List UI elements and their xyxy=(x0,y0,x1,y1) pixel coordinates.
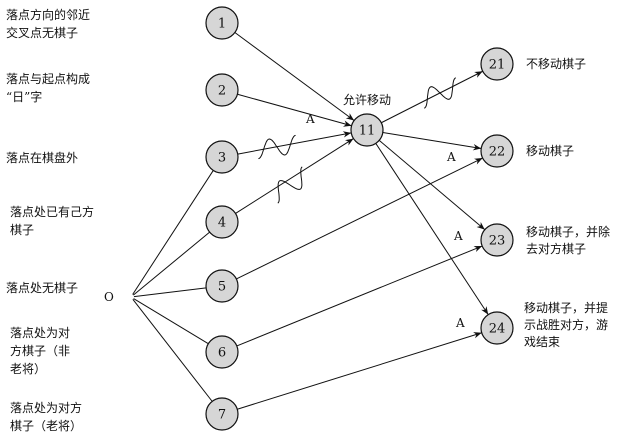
node-3-label: 3 xyxy=(218,151,226,166)
node-21: 21 xyxy=(480,47,514,81)
node-21-circle xyxy=(480,47,514,81)
origin-to-node-3 xyxy=(132,170,214,295)
inhibition-waves-layer xyxy=(258,77,456,204)
node-2-label: 2 xyxy=(218,84,226,99)
origin-to-node-5 xyxy=(133,287,207,298)
edge-node-3-to-hub xyxy=(237,131,352,155)
node-6-circle xyxy=(205,335,239,369)
node-7: 7 xyxy=(205,397,239,431)
condition-label-2: 落点与起点构成“日”字 xyxy=(6,71,90,104)
condition-label-1: 落点方向的邻近交叉点无棋子 xyxy=(6,7,90,40)
node-6: 6 xyxy=(205,335,239,369)
node-2: 2 xyxy=(205,73,239,107)
edge-node-5-to-node-22 xyxy=(236,157,483,280)
node-24-label: 24 xyxy=(489,322,506,337)
node-4-circle xyxy=(205,205,239,239)
edge-hub-to-node-23 xyxy=(378,139,486,231)
condition-label-5: 落点处无棋子 xyxy=(6,281,78,295)
node-23-circle xyxy=(480,223,514,257)
inhibition-wave-node-4 xyxy=(277,166,303,204)
labels-layer: 落点方向的邻近交叉点无棋子落点与起点构成“日”字落点在棋盘外落点处已有己方棋子落… xyxy=(6,7,610,433)
condition-label-7: 落点处为对方棋子（老将） xyxy=(10,400,82,433)
node-4-label: 4 xyxy=(218,216,226,231)
node-22: 22 xyxy=(480,134,514,168)
node-24-circle xyxy=(480,311,514,345)
edge-label-a-4: A xyxy=(455,316,465,330)
node-1-label: 1 xyxy=(218,17,226,32)
node-11: 11 xyxy=(350,113,384,147)
action-label-24: 移动棋子，并提示战胜对方，游戏结束 xyxy=(524,300,608,349)
edge-hub-to-node-21 xyxy=(381,70,483,124)
node-22-circle xyxy=(480,134,514,168)
edge-hub-to-node-22 xyxy=(382,132,482,151)
node-7-label: 7 xyxy=(218,408,226,423)
node-11-circle xyxy=(350,113,384,147)
node-5-label: 5 xyxy=(218,280,226,295)
node-23: 23 xyxy=(480,223,514,257)
action-label-22: 移动棋子 xyxy=(526,144,574,158)
edge-label-a-1: A xyxy=(305,112,315,126)
node-6-label: 6 xyxy=(218,346,226,361)
node-5-circle xyxy=(205,269,239,303)
edge-node-7-to-node-24 xyxy=(237,332,482,410)
node-23-label: 23 xyxy=(489,234,506,249)
node-21-label: 21 xyxy=(489,58,506,73)
action-label-23: 移动棋子，并除去对方棋子 xyxy=(526,224,610,256)
node-2-circle xyxy=(205,73,239,107)
node-4: 4 xyxy=(205,205,239,239)
action-label-21: 不移动棋子 xyxy=(526,57,586,71)
node-3-circle xyxy=(205,140,239,174)
node-1: 1 xyxy=(205,6,239,40)
origin-to-node-7 xyxy=(132,299,213,402)
inhibition-wave-node-3 xyxy=(258,134,296,160)
node-7-circle xyxy=(205,397,239,431)
edge-node-2-to-hub xyxy=(237,93,352,127)
origin-label: O xyxy=(104,290,114,304)
node-3: 3 xyxy=(205,140,239,174)
inhibition-wave-node-21 xyxy=(424,77,456,109)
edge-label-a-3: A xyxy=(453,229,463,243)
edge-node-1-to-hub xyxy=(234,32,355,121)
hub-label: 允许移动 xyxy=(343,92,391,107)
edge-node-6-to-node-23 xyxy=(236,245,483,347)
node-24: 24 xyxy=(480,311,514,345)
origin-to-node-4 xyxy=(132,231,210,296)
node-11-label: 11 xyxy=(359,124,376,139)
edge-node-4-to-hub xyxy=(235,138,354,214)
edges-layer xyxy=(132,32,489,410)
node-1-circle xyxy=(205,6,239,40)
origin-to-node-6 xyxy=(133,298,209,345)
node-22-label: 22 xyxy=(489,145,506,160)
edge-label-a-2: A xyxy=(446,150,456,164)
condition-label-6: 落点处为对方棋子（非老将） xyxy=(10,326,70,376)
condition-label-3: 落点在棋盘外 xyxy=(6,150,78,165)
node-5: 5 xyxy=(205,269,239,303)
condition-label-4: 落点处已有己方棋子 xyxy=(10,204,94,237)
edge-hub-to-node-24 xyxy=(375,143,489,315)
